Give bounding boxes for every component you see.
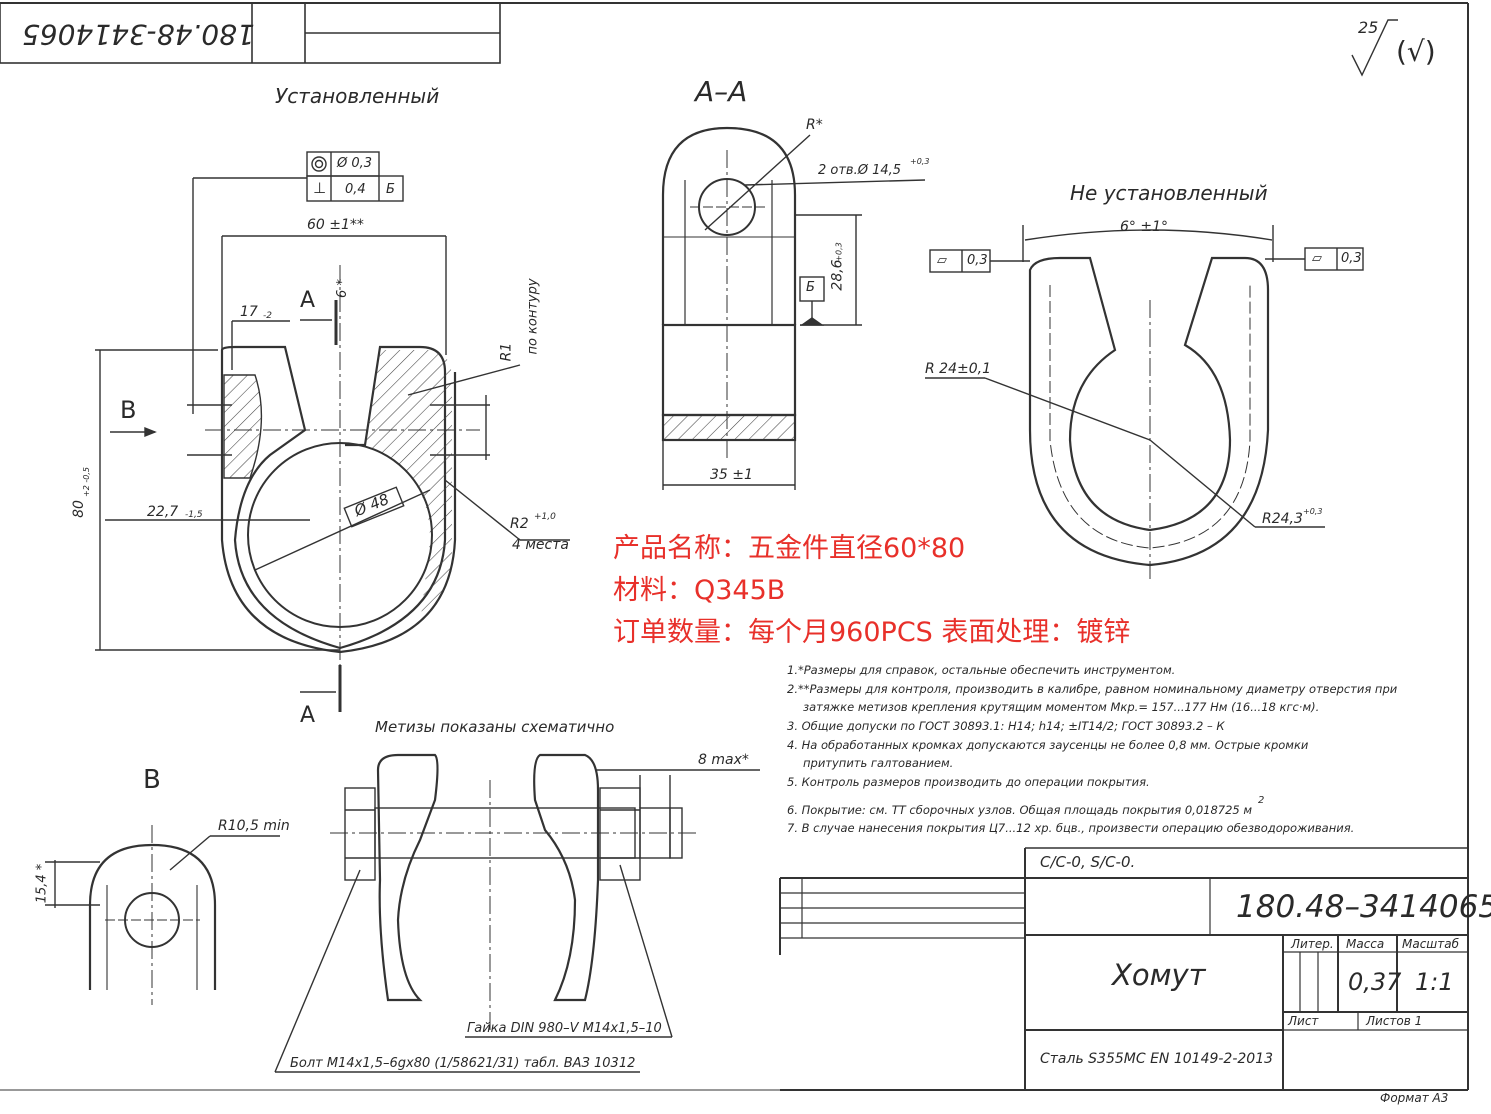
section-marker-bottom: А xyxy=(300,703,316,728)
r10-5-label: R10,5 min xyxy=(218,818,290,834)
roughness-mark xyxy=(1351,19,1398,77)
scale-value: 1:1 xyxy=(1415,968,1454,996)
r24-3-label: R24,3 xyxy=(1262,511,1303,527)
dim-80: 80 xyxy=(70,500,87,518)
bolt-callout: Болт M14x1,5–6gx80 (1/58621/31) табл. ВА… xyxy=(290,1056,636,1071)
r1-label: R1 xyxy=(498,342,515,362)
header-liter: Литер. xyxy=(1291,937,1334,951)
r24-3-tol: +0,3 xyxy=(1303,507,1323,516)
dim-width-60: 60 ±1** xyxy=(307,217,364,233)
dim-6: 6 * xyxy=(334,279,350,298)
overlay-order-finish: 订单数量：每个月960PCS 表面处理：镀锌 xyxy=(613,617,1131,648)
note-1: 1.*Размеры для справок, остальные обеспе… xyxy=(787,663,1176,677)
dim-17-tol: -2 xyxy=(263,311,272,321)
holes-tol: +0,3 xyxy=(910,157,930,166)
tol-perp-symbol: ⊥ xyxy=(313,179,327,197)
top-stamp-doc-number: 180.48-3414065 xyxy=(22,18,255,51)
r24-label: R 24±0,1 xyxy=(925,361,991,377)
sheet-label: Лист xyxy=(1288,1014,1319,1028)
dim-22-7-tol: -1,5 xyxy=(185,510,203,520)
flatness-right-value: 0,3 xyxy=(1341,251,1362,266)
sheet-format: Формат А3 xyxy=(1380,1091,1449,1105)
note-4: 4. На обработанных кромках допускаются з… xyxy=(787,738,1309,752)
base-b-label: Б xyxy=(806,280,815,295)
view-b xyxy=(45,825,280,1005)
hardware-view xyxy=(274,753,760,1073)
roughness-value: 25 xyxy=(1358,18,1379,37)
holes-label: 2 отв.Ø 14,5 xyxy=(818,163,902,178)
note-2-cont: затяжке метизов крепления крутящим момен… xyxy=(803,700,1320,714)
title-doc-number: 180.48–3414065 xyxy=(1236,889,1491,925)
note-5: 5. Контроль размеров производить до опер… xyxy=(787,775,1150,789)
material-codes: C/C-0, S/C-0. xyxy=(1040,853,1136,871)
dim-28-6-tol: +0,3 xyxy=(834,242,844,262)
note-6: 6. Покрытие: см. ТТ сборочных узлов. Общ… xyxy=(787,803,1253,817)
dim-17: 17 xyxy=(240,304,258,320)
r2-label: R2 xyxy=(510,516,529,532)
note-3: 3. Общие допуски по ГОСТ 30893.1: H14; h… xyxy=(787,719,1225,733)
title-block-frame xyxy=(779,847,1468,1090)
material-spec: Сталь S355MC EN 10149-2-2013 xyxy=(1040,1051,1274,1067)
roughness-symbol: (√) xyxy=(1396,35,1436,68)
tol-perp-base: Б xyxy=(386,182,395,197)
view-b-arrow-letter: В xyxy=(120,396,137,424)
r1-note: по контуру xyxy=(525,278,541,355)
r2-note: 4 места xyxy=(512,537,569,553)
overlay-product-name: 产品名称：五金件直径60*80 xyxy=(613,533,966,564)
angle-label: 6° ±1° xyxy=(1120,219,1168,235)
dim-8-max: 8 max* xyxy=(698,752,749,768)
clamp-not-installed-view xyxy=(925,225,1364,580)
r2-tol: +1,0 xyxy=(534,512,556,522)
tol-coax-value: Ø 0,3 xyxy=(337,156,373,171)
section-marker-top: А xyxy=(300,288,316,313)
flatness-left-value: 0,3 xyxy=(967,253,988,268)
clamp-installed-view xyxy=(95,151,570,712)
dim-22-7: 22,7 xyxy=(147,504,179,520)
r-star-label: R* xyxy=(806,117,823,133)
view-b-title: В xyxy=(143,765,161,795)
dim-28-6: 28,6 xyxy=(829,259,846,291)
not-installed-title: Не установленный xyxy=(1070,181,1268,205)
top-stamp-frame xyxy=(0,2,501,64)
header-scale: Масштаб xyxy=(1402,937,1460,951)
note-4-cont: притупить галтованием. xyxy=(803,756,954,770)
section-aa-view xyxy=(661,126,926,490)
note-7: 7. В случае нанесения покрытия Ц7...12 х… xyxy=(787,821,1355,835)
hardware-title: Метизы показаны схематично xyxy=(375,718,615,736)
overlay-material: 材料：Q345B xyxy=(613,575,786,606)
nut-callout: Гайка DIN 980–V M14x1,5–10 xyxy=(467,1021,662,1036)
section-aa-title: А–А xyxy=(695,75,748,108)
note-6-superscript: 2 xyxy=(1258,795,1265,806)
tol-perp-value: 0,4 xyxy=(345,182,366,197)
sheets-label: Листов 1 xyxy=(1366,1014,1423,1028)
dim-80-tol: +2 -0,5 xyxy=(81,467,91,497)
part-name: Хомут xyxy=(1112,958,1206,992)
dim-15-4: 15,4 * xyxy=(34,863,50,904)
header-mass: Масса xyxy=(1346,937,1385,951)
installed-view-title: Установленный xyxy=(275,84,440,108)
note-2: 2.**Размеры для контроля, производить в … xyxy=(787,682,1398,696)
mass-value: 0,37 xyxy=(1348,968,1402,996)
dim-35: 35 ±1 xyxy=(710,467,753,483)
